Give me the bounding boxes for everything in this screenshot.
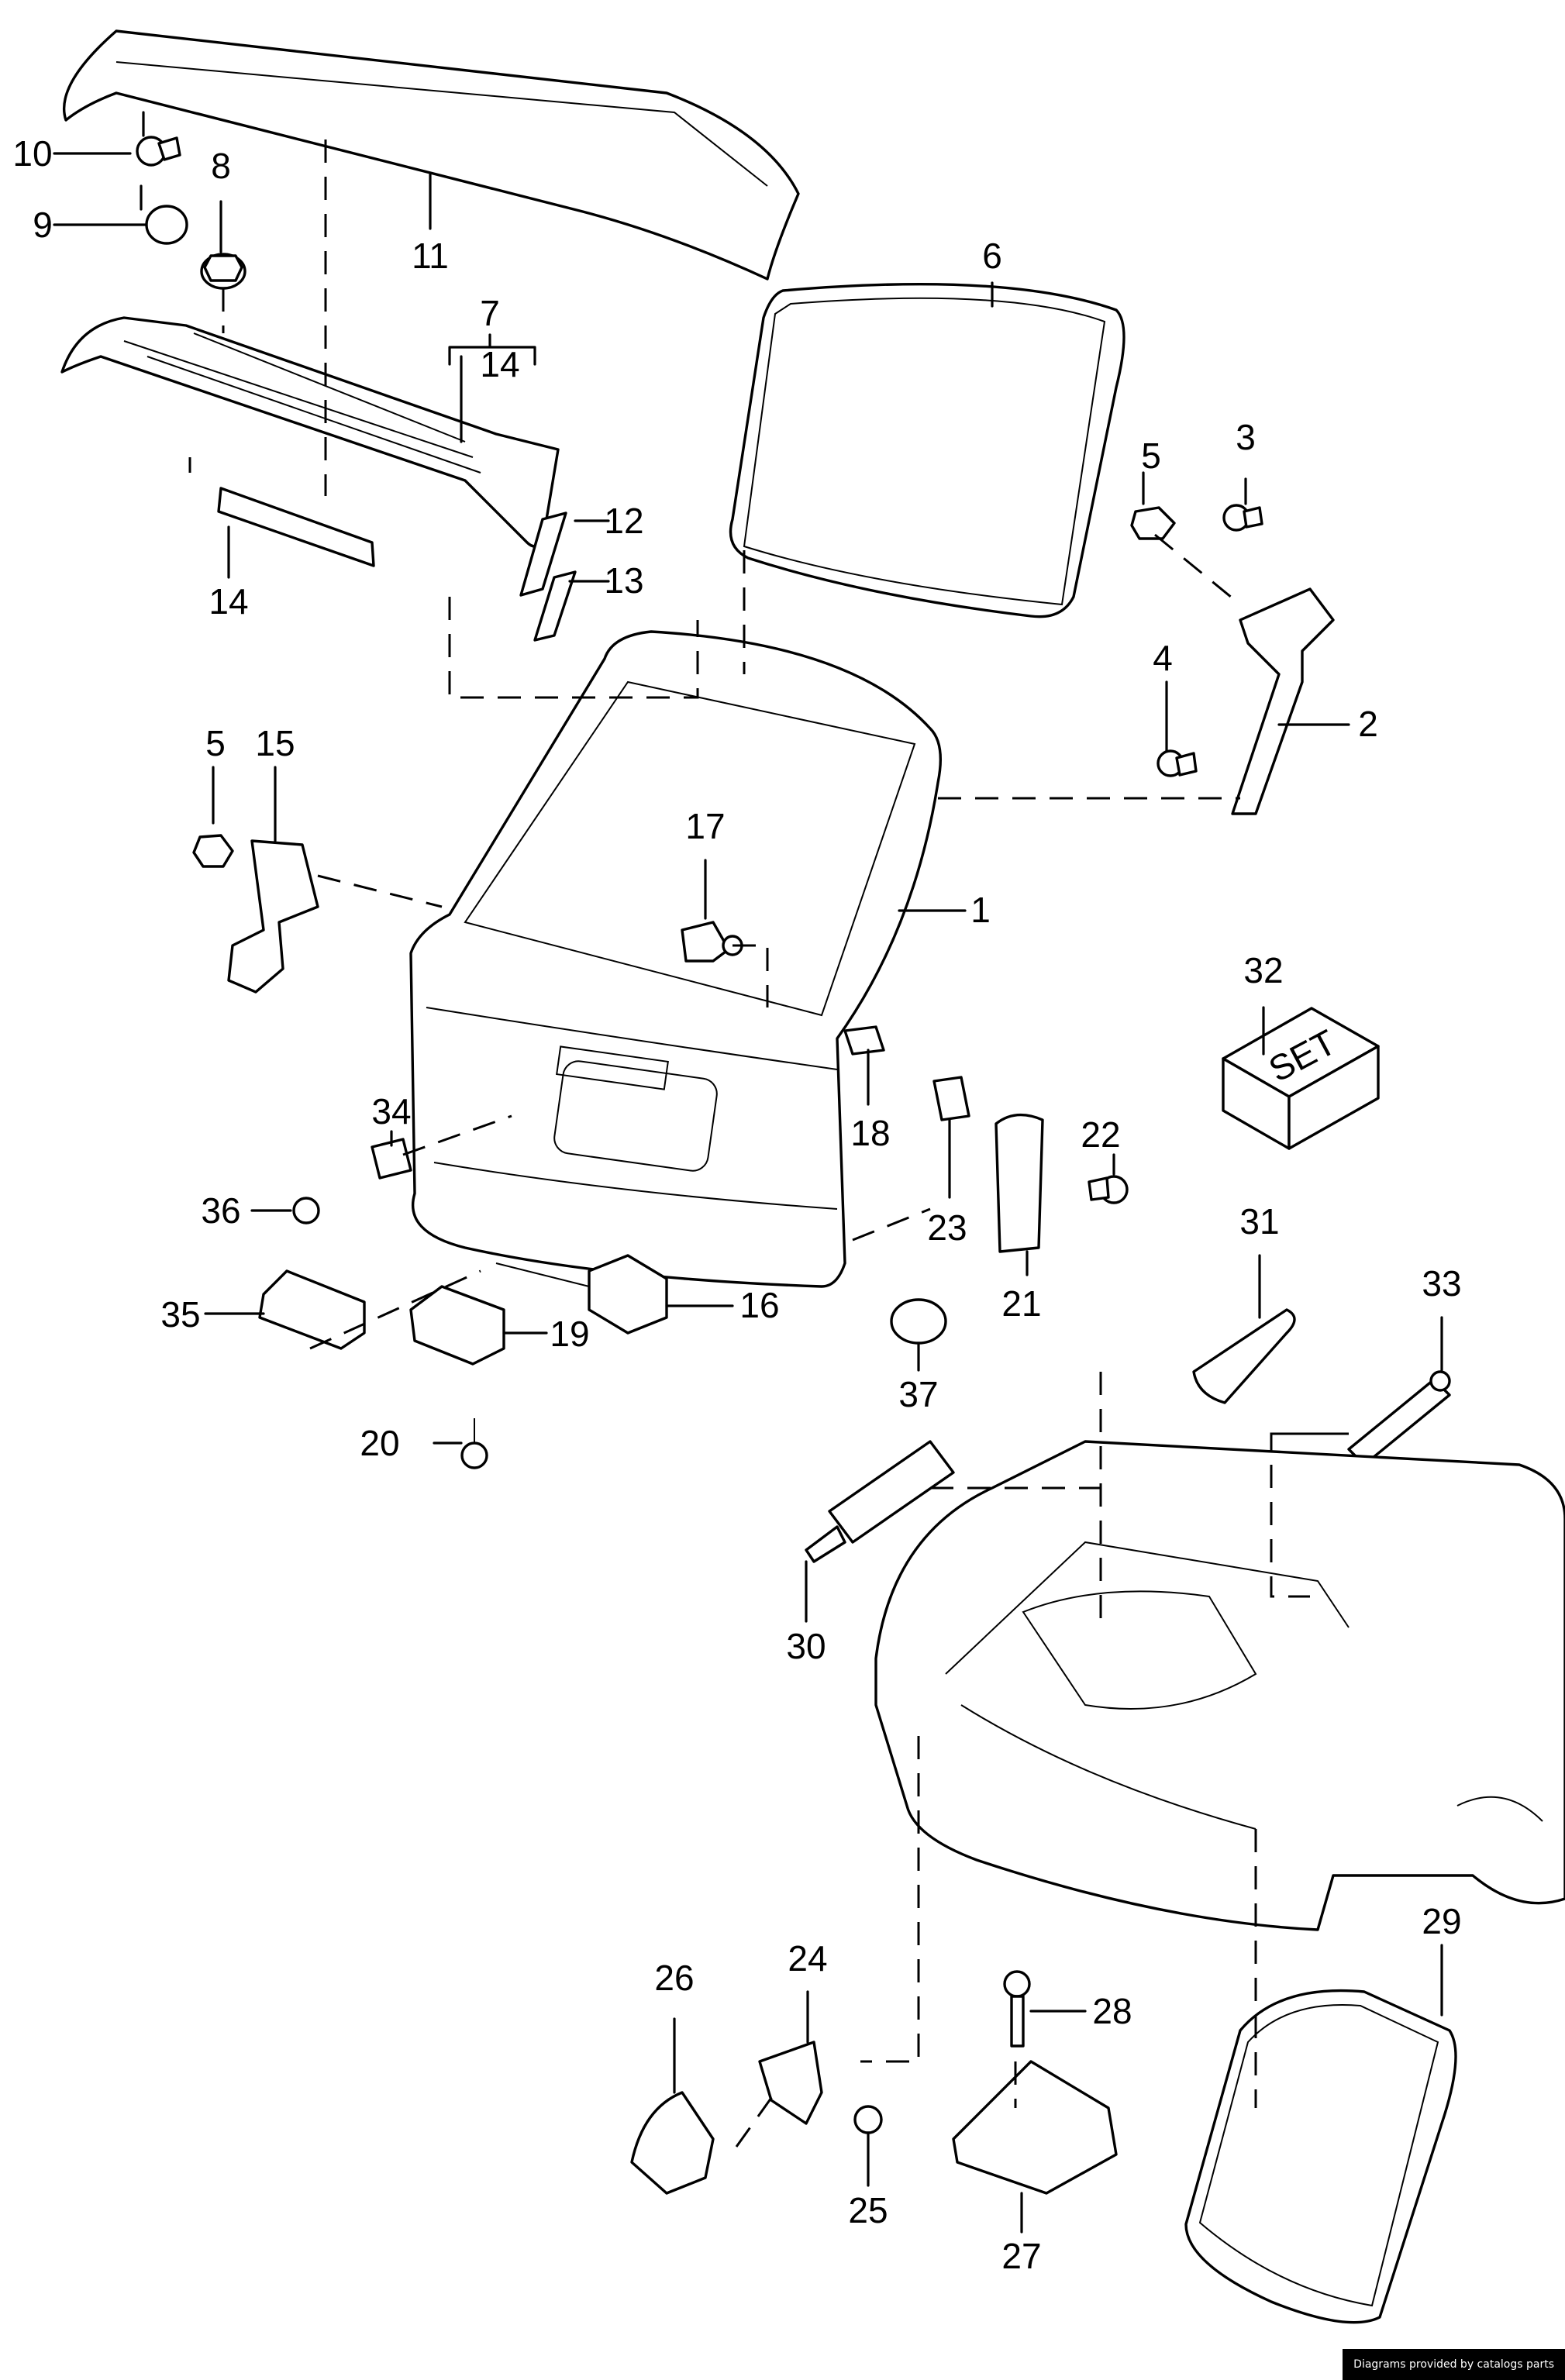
callout-27[interactable]: 27 xyxy=(1001,2236,1041,2276)
callout-11[interactable]: 11 xyxy=(412,236,449,276)
part-latch-19[interactable] xyxy=(409,1285,505,1366)
callout-2[interactable]: 2 xyxy=(1358,704,1378,744)
callout-36[interactable]: 36 xyxy=(201,1190,240,1231)
callout-37[interactable]: 37 xyxy=(898,1374,938,1414)
callout-14-lower[interactable]: 14 xyxy=(209,581,248,622)
part-strip-14[interactable] xyxy=(217,487,375,567)
callout-12[interactable]: 12 xyxy=(604,501,643,541)
part-screw-10[interactable] xyxy=(136,136,181,167)
part-screw-25[interactable] xyxy=(853,2105,883,2134)
callout-31[interactable]: 31 xyxy=(1239,1201,1279,1242)
part-spoiler[interactable] xyxy=(62,29,800,281)
callout-25[interactable]: 25 xyxy=(848,2190,888,2230)
credit-watermark: Diagrams provided by catalogs parts xyxy=(1343,2349,1565,2380)
part-sleeve-23[interactable] xyxy=(932,1076,970,1121)
part-cover-21[interactable] xyxy=(994,1113,1044,1253)
part-bolt-20[interactable] xyxy=(460,1418,488,1469)
part-bolt-4[interactable] xyxy=(1157,749,1198,777)
part-nut-8[interactable] xyxy=(200,253,246,290)
part-striker-27[interactable] xyxy=(952,2060,1118,2195)
callouts: 10 9 8 11 7 14 12 13 14 6 3 5 4 2 1 5 15… xyxy=(12,133,1461,2276)
part-wedge-31[interactable] xyxy=(1192,1308,1296,1404)
callout-5-right[interactable]: 5 xyxy=(1141,436,1161,476)
callout-33[interactable]: 33 xyxy=(1422,1263,1461,1304)
part-tailgate[interactable] xyxy=(409,630,943,1288)
callout-8[interactable]: 8 xyxy=(211,146,231,186)
part-strip-13[interactable] xyxy=(533,570,577,642)
callout-26[interactable]: 26 xyxy=(654,1958,694,1998)
part-cap-9[interactable] xyxy=(145,205,188,245)
part-grommet-34[interactable] xyxy=(371,1138,412,1180)
callout-24[interactable]: 24 xyxy=(788,1938,827,1979)
part-buffer-18[interactable] xyxy=(843,1025,885,1056)
callout-19[interactable]: 19 xyxy=(550,1314,589,1354)
part-bolt-3[interactable] xyxy=(1222,504,1263,532)
callout-1[interactable]: 1 xyxy=(970,890,991,930)
part-handle-switch-35[interactable] xyxy=(258,1269,366,1350)
callout-10[interactable]: 10 xyxy=(12,133,52,174)
callout-35[interactable]: 35 xyxy=(160,1294,200,1335)
callout-6[interactable]: 6 xyxy=(982,236,1002,276)
part-bracket-24[interactable] xyxy=(758,2041,823,2125)
callout-3[interactable]: 3 xyxy=(1236,417,1256,457)
part-bracket-15[interactable] xyxy=(227,839,319,994)
part-hinge[interactable] xyxy=(1231,587,1335,815)
part-buffer-37[interactable] xyxy=(890,1298,947,1345)
callout-14-upper[interactable]: 14 xyxy=(480,344,519,384)
callout-9[interactable]: 9 xyxy=(33,205,53,245)
part-strip-12[interactable] xyxy=(519,511,567,597)
part-gas-strut-30[interactable] xyxy=(805,1440,955,1563)
part-nut-5-right[interactable] xyxy=(1130,506,1176,540)
callout-4[interactable]: 4 xyxy=(1153,638,1173,678)
callout-28[interactable]: 28 xyxy=(1092,1991,1132,2031)
callout-22[interactable]: 22 xyxy=(1081,1114,1120,1155)
callout-23[interactable]: 23 xyxy=(927,1207,967,1248)
part-screw-22[interactable] xyxy=(1088,1175,1129,1204)
callout-32[interactable]: 32 xyxy=(1243,950,1283,990)
callout-16[interactable]: 16 xyxy=(739,1285,779,1325)
part-screw-36[interactable] xyxy=(292,1197,320,1224)
callout-34[interactable]: 34 xyxy=(371,1091,411,1131)
part-actuator-16[interactable] xyxy=(495,1254,668,1335)
callout-18[interactable]: 18 xyxy=(850,1113,890,1153)
callout-7[interactable]: 7 xyxy=(480,293,500,333)
part-gas-strut-33[interactable] xyxy=(1347,1370,1451,1466)
part-vehicle-body xyxy=(874,1440,1565,1931)
callout-17[interactable]: 17 xyxy=(685,806,725,846)
callout-29[interactable]: 29 xyxy=(1422,1901,1461,1941)
leader-lines xyxy=(53,111,1443,2234)
assembly-lines xyxy=(188,139,1349,2148)
callout-13[interactable]: 13 xyxy=(604,560,643,601)
callout-30[interactable]: 30 xyxy=(786,1626,826,1666)
part-cover-26[interactable] xyxy=(630,2091,715,2195)
callout-5-left[interactable]: 5 xyxy=(205,723,226,763)
part-pin-28[interactable] xyxy=(1003,1970,1031,2048)
callout-21[interactable]: 21 xyxy=(1001,1283,1041,1324)
part-window-seal[interactable] xyxy=(729,282,1125,618)
part-nut-5-left[interactable] xyxy=(192,834,234,868)
part-trunk-seal-29[interactable] xyxy=(1184,1989,1457,2324)
part-bump-stop-17[interactable] xyxy=(681,921,743,963)
callout-15[interactable]: 15 xyxy=(255,723,295,763)
callout-20[interactable]: 20 xyxy=(360,1423,399,1463)
part-set-box[interactable]: SET xyxy=(1222,1007,1380,1150)
